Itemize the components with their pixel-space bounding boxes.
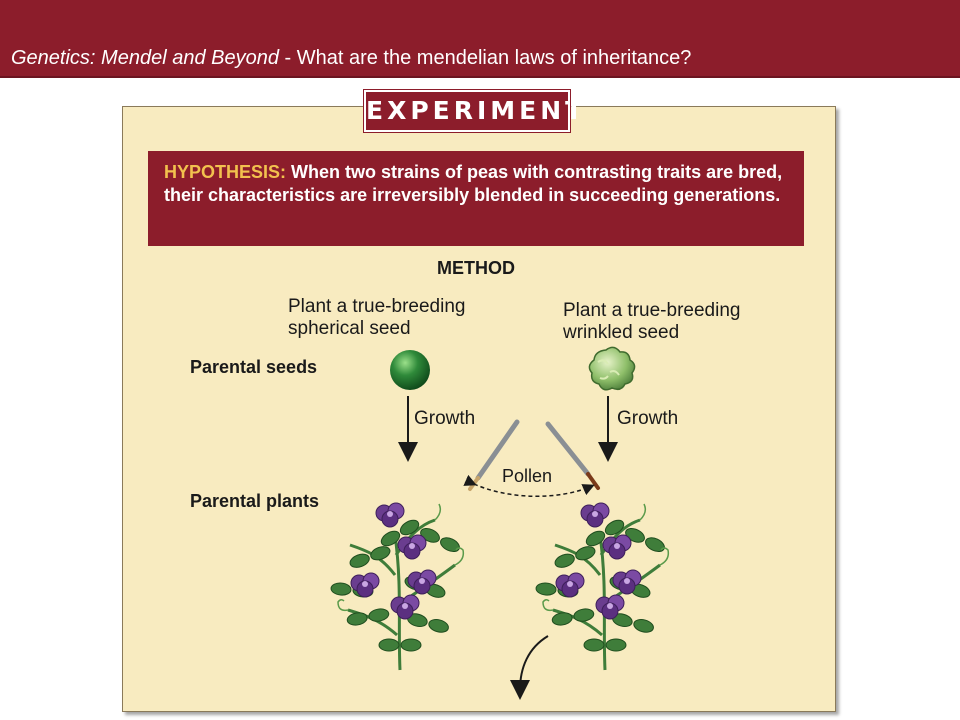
left-instruction-line2: spherical seed xyxy=(288,318,411,339)
hypothesis-text: When two strains of peas with contrastin… xyxy=(164,162,783,205)
left-instruction-line1: Plant a true-breeding xyxy=(288,296,466,317)
hypothesis-paragraph: HYPOTHESIS: When two strains of peas wit… xyxy=(164,161,794,207)
left-instruction: Plant a true-breeding spherical seed xyxy=(288,296,508,340)
parental-plants-label: Parental plants xyxy=(190,491,320,511)
wrinkled-seed xyxy=(588,346,636,391)
growth-label-right: Growth xyxy=(617,408,679,429)
right-instruction-line2: wrinkled seed xyxy=(563,322,680,343)
title-question: What are the mendelian laws of inheritan… xyxy=(296,47,692,69)
paintbrush-right-icon xyxy=(545,421,600,490)
right-instruction: Plant a true-breeding wrinkled seed xyxy=(563,300,783,344)
parental-plant-right xyxy=(536,503,669,670)
spherical-seed xyxy=(390,350,430,390)
parental-plant-left xyxy=(331,503,464,670)
experiment-tab-label: EXPERIMENT xyxy=(366,96,587,125)
hypothesis-label: HYPOTHESIS: xyxy=(164,162,287,182)
pollen-transfer-arrow xyxy=(463,474,595,497)
continuation-arrow xyxy=(510,635,549,700)
slide-header: Genetics: Mendel and Beyond - What are t… xyxy=(0,0,960,78)
method-heading: METHOD xyxy=(437,258,515,278)
hypothesis-box: HYPOTHESIS: When two strains of peas wit… xyxy=(148,151,804,246)
right-instruction-line1: Plant a true-breeding xyxy=(563,300,741,321)
title-separator: - xyxy=(278,47,297,69)
slide-title: Genetics: Mendel and Beyond - What are t… xyxy=(11,47,691,70)
parental-seeds-label: Parental seeds xyxy=(190,357,318,377)
growth-label-left: Growth xyxy=(414,408,476,429)
experiment-tab: EXPERIMENT xyxy=(363,89,587,133)
title-topic: Genetics: Mendel and Beyond xyxy=(11,47,279,69)
paintbrush-left-icon xyxy=(468,419,520,491)
